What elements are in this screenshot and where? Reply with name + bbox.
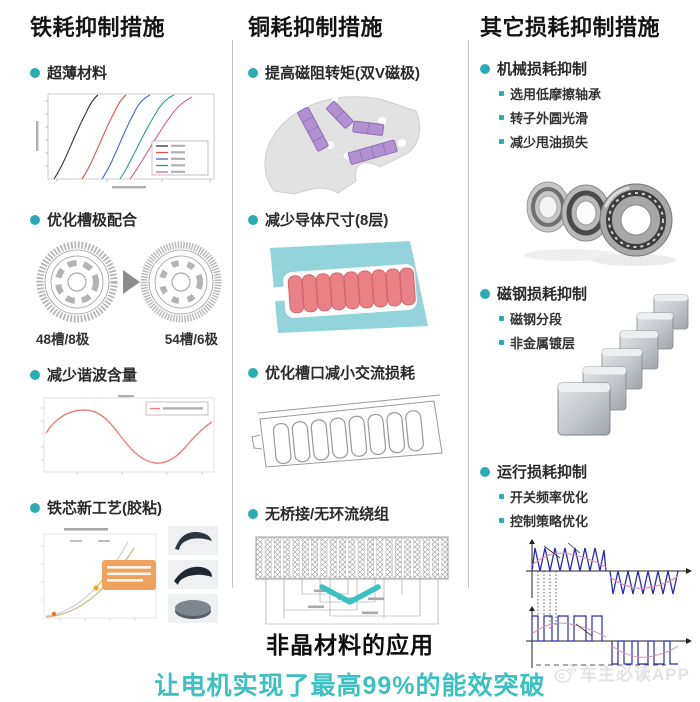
- bullet-icon: [480, 288, 490, 299]
- item-reduce-harmonics: 减少谐波含量: [30, 364, 228, 479]
- sub-bullet-icon: [499, 316, 504, 321]
- item-label-text: 无桥接/无环流绕组: [265, 506, 390, 523]
- item-reluctance-torque: 提高磁阻转矩(双V磁极): [248, 62, 462, 197]
- item-label-text: 铁芯新工艺(胶粘): [47, 500, 162, 517]
- column-copper-loss: 铜耗抑制措施 提高磁阻转矩(双V磁极): [248, 8, 462, 632]
- magnet-blocks-photo: [557, 294, 689, 436]
- column-divider-1: [232, 40, 233, 588]
- core-photos: [168, 526, 218, 626]
- bullet-icon: [248, 367, 258, 378]
- core-loss-curve-chart: [41, 528, 157, 621]
- motor-cross-sections: [36, 241, 222, 323]
- item-optimize-slot-opening: 优化槽口减小交流损耗: [248, 362, 462, 473]
- item-core-glue-process: 铁芯新工艺(胶粘): [30, 497, 228, 626]
- chevron-down-icon: [319, 584, 381, 605]
- sub-bullet-icon: [499, 115, 504, 120]
- bullet-icon: [30, 67, 40, 78]
- caption-48-slot-8-pole: 48槽/8极: [36, 332, 90, 347]
- sine-wave-chart: [41, 395, 215, 475]
- item-operation-loss: 运行损耗抑制 开关频率优化 控制策略优化: [480, 461, 696, 673]
- pwm-waveforms-diagram: [526, 539, 692, 668]
- column-title-iron: 铁耗抑制措施: [30, 15, 166, 40]
- conclusion-line1: 非晶材料的应用: [266, 632, 434, 658]
- bullet-icon: [30, 502, 40, 513]
- item-mechanical-loss: 机械损耗抑制 选用低摩擦轴承 转子外圆光滑 减少甩油损失: [480, 58, 696, 267]
- column-iron-loss: 铁耗抑制措施 超薄材料: [30, 8, 228, 626]
- weibo-icon: [554, 663, 577, 683]
- sub-item-text: 磁钢分段: [510, 312, 563, 327]
- item-label-text: 超薄材料: [47, 65, 108, 82]
- bullet-icon: [248, 67, 258, 78]
- bearings-photo: [524, 181, 676, 266]
- magnetization-curves-chart: [36, 93, 215, 189]
- item-no-bridge-winding: 无桥接/无环流绕组: [248, 503, 462, 632]
- column-title-other: 其它损耗抑制措施: [480, 15, 661, 40]
- item-label-text: 机械损耗抑制: [497, 61, 588, 78]
- slot-opening-outline-diagram: [251, 394, 443, 468]
- bullet-icon: [30, 214, 40, 225]
- column-title-copper: 铜耗抑制措施: [248, 15, 384, 40]
- core-photo-2: [168, 560, 218, 589]
- sub-item-text: 转子外圆光滑: [510, 111, 589, 126]
- sub-item-text: 选用低摩擦轴承: [510, 87, 602, 102]
- item-label-text: 优化槽口减小交流损耗: [265, 365, 416, 382]
- core-photo-1: [168, 526, 218, 555]
- sub-item-text: 非金属镀层: [510, 336, 576, 351]
- bullet-icon: [248, 214, 258, 225]
- double-v-magnet-rotor-diagram: [264, 95, 421, 195]
- sub-item-text: 控制策略优化: [510, 514, 589, 529]
- bullet-icon: [480, 466, 490, 477]
- item-label-text: 减少谐波含量: [47, 367, 138, 384]
- sub-item-text: 减少甩油损失: [510, 135, 589, 150]
- bullet-icon: [30, 369, 40, 380]
- sub-bullet-icon: [499, 340, 504, 345]
- watermark: 车主必读APP: [554, 660, 690, 685]
- watermark-text: 车主必读APP: [580, 665, 690, 684]
- item-reduce-conductor-size: 减少导体尺寸(8层): [248, 209, 462, 338]
- core-photo-3: [168, 594, 218, 623]
- column-divider-2: [468, 40, 469, 588]
- sub-bullet-icon: [499, 518, 504, 523]
- conductor-slot-diagram: [265, 241, 428, 333]
- winding-layout-diagram: [255, 536, 449, 625]
- item-slot-pole-combination: 优化槽极配合 48槽/8极 54槽/6极: [30, 209, 228, 348]
- item-label-text: 减少导体尺寸(8层): [265, 212, 389, 229]
- item-ultrathin-material: 超薄材料: [30, 62, 228, 193]
- item-magnet-loss: 磁钢损耗抑制 磁钢分段 非金属镀层: [480, 283, 696, 451]
- sub-bullet-icon: [499, 139, 504, 144]
- sub-item-text: 开关频率优化: [510, 490, 589, 505]
- sub-bullet-icon: [499, 494, 504, 499]
- core-process-figure: [30, 526, 228, 626]
- column-other-loss: 其它损耗抑制措施 机械损耗抑制 选用低摩擦轴承 转子外圆光滑 减少甩油损失: [480, 8, 696, 673]
- item-label-text: 提高磁阻转矩(双V磁极): [265, 65, 420, 82]
- item-label-text: 优化槽极配合: [47, 212, 138, 229]
- item-label-text: 运行损耗抑制: [497, 464, 588, 481]
- caption-54-slot-6-pole: 54槽/6极: [164, 332, 218, 347]
- sub-bullet-icon: [499, 91, 504, 96]
- bullet-icon: [480, 63, 490, 74]
- bullet-icon: [248, 508, 258, 519]
- item-label-text: 磁钢损耗抑制: [497, 286, 588, 303]
